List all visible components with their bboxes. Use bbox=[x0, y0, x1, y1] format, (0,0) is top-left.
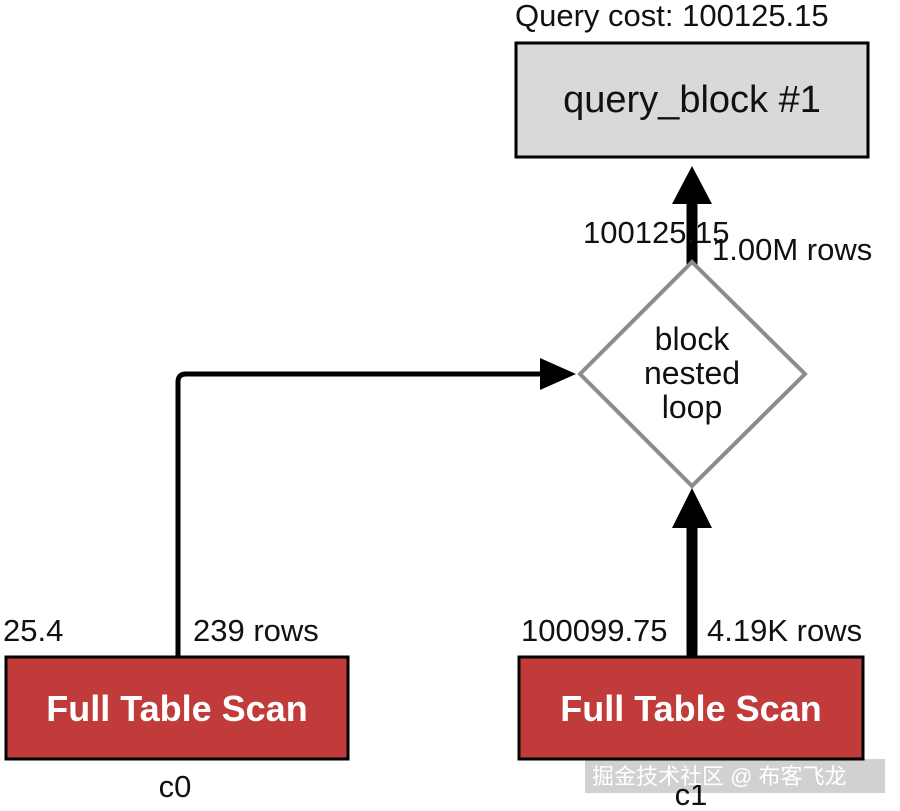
left-scan-arrowhead bbox=[540, 358, 576, 390]
right-scan-label: Full Table Scan bbox=[560, 688, 821, 729]
watermark-text: 掘金技术社区 @ 布客飞龙 bbox=[592, 764, 847, 789]
watermark-backdrop bbox=[585, 759, 885, 793]
join-line-1: block bbox=[655, 321, 731, 357]
join-line-3: loop bbox=[662, 389, 723, 425]
query-block-node[interactable] bbox=[514, 41, 870, 159]
left-scan-cost: 25.4 bbox=[3, 613, 63, 648]
join-rows-label: 1.00M rows bbox=[712, 232, 872, 267]
join-to-block-arrowhead bbox=[672, 166, 712, 204]
left-scan-rows: 239 rows bbox=[193, 613, 319, 648]
right-scan-cost: 100099.75 bbox=[521, 613, 668, 648]
join-cost-label: 100125.15 bbox=[583, 215, 730, 250]
block-nested-loop-node[interactable] bbox=[577, 259, 808, 489]
right-full-table-scan-node[interactable] bbox=[517, 655, 865, 761]
right-scan-arrowhead bbox=[672, 488, 712, 528]
query-block-label: query_block #1 bbox=[563, 79, 821, 121]
left-scan-label: Full Table Scan bbox=[46, 688, 307, 729]
join-line-2: nested bbox=[644, 355, 740, 391]
right-scan-table: c1 bbox=[675, 777, 708, 811]
left-scan-edge bbox=[175, 371, 540, 657]
right-scan-rows: 4.19K rows bbox=[707, 613, 862, 648]
left-scan-table: c0 bbox=[159, 769, 192, 804]
left-full-table-scan-node[interactable] bbox=[4, 655, 350, 761]
query-cost-label: Query cost: 100125.15 bbox=[515, 0, 829, 33]
